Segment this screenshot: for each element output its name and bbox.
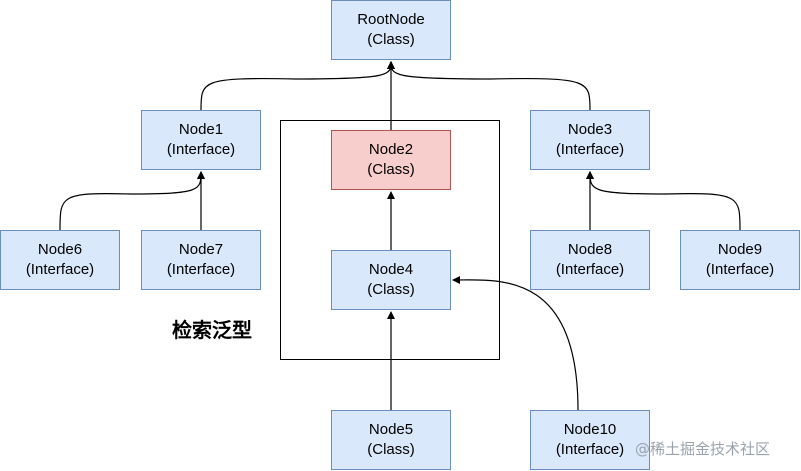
node-title: Node10 — [563, 421, 617, 438]
edge-node6-to-node1 — [59, 171, 205, 231]
node-title: Node4 — [368, 261, 414, 278]
group-label: 检索泛型 — [172, 318, 252, 342]
edge-node1-to-rootnode — [200, 61, 395, 111]
edge-node9-to-node3 — [586, 171, 741, 231]
edge-node3-to-rootnode — [387, 61, 591, 111]
node-title: Node5 — [368, 421, 414, 438]
node-kind: (Class) — [367, 281, 415, 298]
node-node1[interactable]: Node1 (Interface) — [141, 110, 261, 170]
node-node9[interactable]: Node9 (Interface) — [680, 230, 800, 290]
node-node2[interactable]: Node2 (Class) — [331, 130, 451, 190]
node-node10[interactable]: Node10 (Interface) — [530, 410, 650, 470]
node-title: Node1 — [178, 121, 224, 138]
node-kind: (Interface) — [555, 441, 625, 458]
node-title: Node3 — [567, 121, 613, 138]
node-title: Node8 — [567, 241, 613, 258]
node-kind: (Class) — [367, 31, 415, 48]
node-kind: (Interface) — [25, 261, 95, 278]
node-kind: (Interface) — [705, 261, 775, 278]
node-kind: (Class) — [367, 161, 415, 178]
node-node6[interactable]: Node6 (Interface) — [0, 230, 120, 290]
node-kind: (Interface) — [555, 141, 625, 158]
node-rootnode[interactable]: RootNode (Class) — [331, 0, 451, 60]
node-kind: (Interface) — [166, 261, 236, 278]
generic-search-group-box — [280, 120, 500, 360]
node-kind: (Interface) — [555, 261, 625, 278]
node-node7[interactable]: Node7 (Interface) — [141, 230, 261, 290]
node-node4[interactable]: Node4 (Class) — [331, 250, 451, 310]
edge-node10-to-node4 — [452, 275, 579, 411]
node-title: Node9 — [717, 241, 763, 258]
node-node8[interactable]: Node8 (Interface) — [530, 230, 650, 290]
node-title: Node6 — [37, 241, 83, 258]
node-kind: (Class) — [367, 441, 415, 458]
node-kind: (Interface) — [166, 141, 236, 158]
node-title: RootNode — [357, 11, 425, 28]
node-node3[interactable]: Node3 (Interface) — [530, 110, 650, 170]
node-node5[interactable]: Node5 (Class) — [331, 410, 451, 470]
node-title: Node2 — [368, 141, 414, 158]
node-title: Node7 — [178, 241, 224, 258]
watermark: @稀土掘金技术社区 — [635, 440, 771, 458]
